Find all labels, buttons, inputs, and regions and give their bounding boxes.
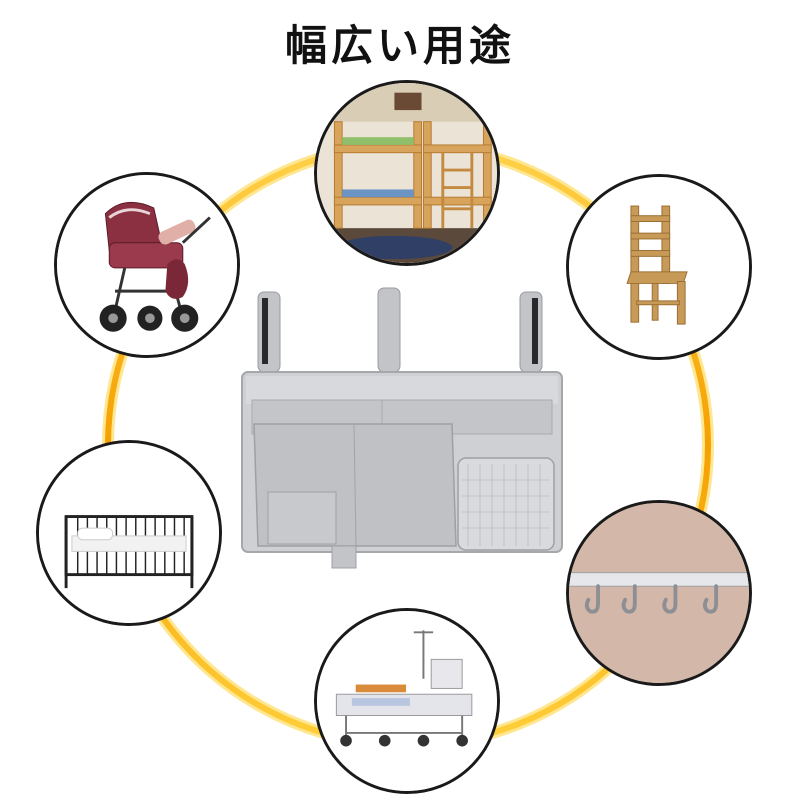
bunk-bed-scene	[314, 80, 500, 266]
stroller-scene	[54, 172, 240, 358]
bedside-organizer-pouch	[232, 284, 572, 584]
wall-hook-scene	[566, 500, 752, 686]
page-title: 幅広い用途	[284, 21, 515, 70]
metal-bed-scene	[36, 440, 222, 626]
chair-scene	[566, 174, 752, 360]
hospital-bed-scene	[314, 608, 500, 794]
